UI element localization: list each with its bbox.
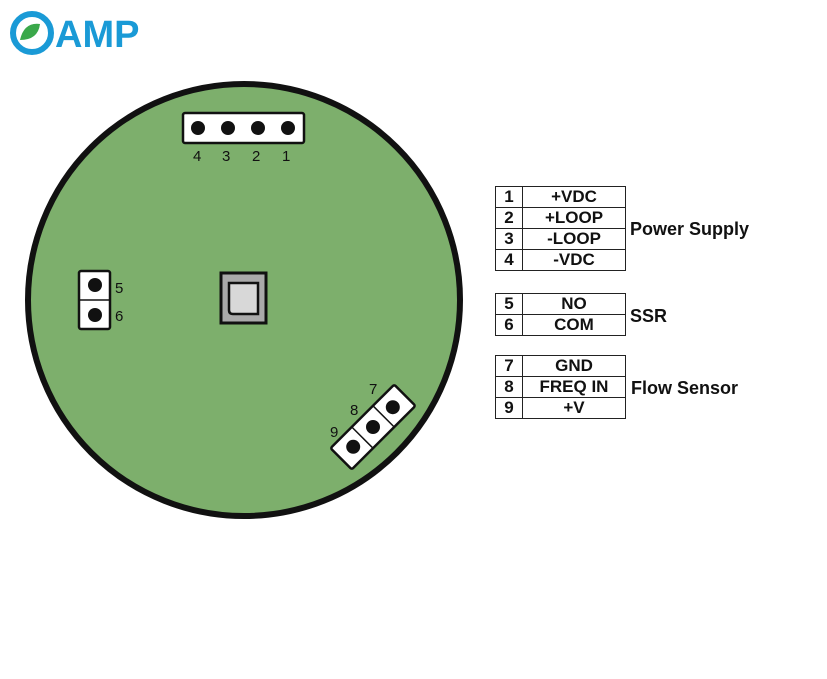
usb-connector-icon [219, 271, 268, 325]
ssr-label: SSR [630, 306, 668, 326]
header-divider [372, 405, 395, 428]
pin-number: 9 [330, 424, 338, 441]
pin-hole [88, 278, 102, 292]
pin-num-cell: 9 [495, 397, 523, 419]
pin-hole [251, 121, 265, 135]
amp-logo: AMP [10, 11, 139, 56]
logo-ring-icon [10, 11, 54, 55]
power-supply-label: Power Supply [630, 219, 750, 239]
pin-hole [366, 420, 380, 434]
pin-num-cell: 5 [495, 293, 523, 315]
pin-num-cell: 3 [495, 228, 523, 250]
pin-label-cell: FREQ IN [522, 376, 626, 398]
pin-label-cell: +VDC [522, 186, 626, 208]
power-supply-table: 1+VDC 2+LOOP 3-LOOP 4-VDC [495, 186, 626, 271]
pin-hole [385, 400, 400, 415]
logo-text: AMP [55, 14, 139, 56]
pin-number: 1 [282, 148, 290, 165]
table-row: 1+VDC [495, 186, 626, 208]
diagonal-pin-header [330, 384, 416, 470]
pin-num-cell: 2 [495, 207, 523, 229]
pin-num-cell: 6 [495, 314, 523, 336]
pin-number: 8 [350, 402, 358, 419]
header-divider [351, 426, 374, 449]
table-row: 2+LOOP [495, 207, 626, 229]
table-row: 3-LOOP [495, 228, 626, 250]
pin-hole [346, 439, 361, 454]
logo-leaf-icon [20, 23, 40, 40]
pin-number: 5 [115, 280, 123, 297]
pin-num-cell: 4 [495, 249, 523, 271]
pin-label-cell: -LOOP [522, 228, 626, 250]
pin-label-cell: +LOOP [522, 207, 626, 229]
pin-hole [281, 121, 295, 135]
top-pin-header: 4 3 2 1 [181, 111, 306, 165]
pin-number: 7 [369, 381, 377, 398]
pin-number: 3 [222, 148, 230, 165]
pin-num-cell: 7 [495, 355, 523, 377]
flow-sensor-label: Flow Sensor [631, 378, 739, 398]
pin-label-cell: +V [522, 397, 626, 419]
pin-label-cell: COM [522, 314, 626, 336]
pin-label-cell: NO [522, 293, 626, 315]
pin-hole [88, 308, 102, 322]
pin-number: 2 [252, 148, 260, 165]
pin-number: 4 [193, 148, 201, 165]
top-header-body [181, 111, 306, 145]
pin-label-cell: -VDC [522, 249, 626, 271]
pin-number: 6 [115, 308, 123, 325]
table-row: 9+V [495, 397, 626, 419]
left-pin-header: 5 6 [77, 269, 123, 331]
pin-num-cell: 1 [495, 186, 523, 208]
pin-num-cell: 8 [495, 376, 523, 398]
pin-hole [221, 121, 235, 135]
pin-hole [191, 121, 205, 135]
pin-label-cell: GND [522, 355, 626, 377]
table-row: 4-VDC [495, 249, 626, 271]
